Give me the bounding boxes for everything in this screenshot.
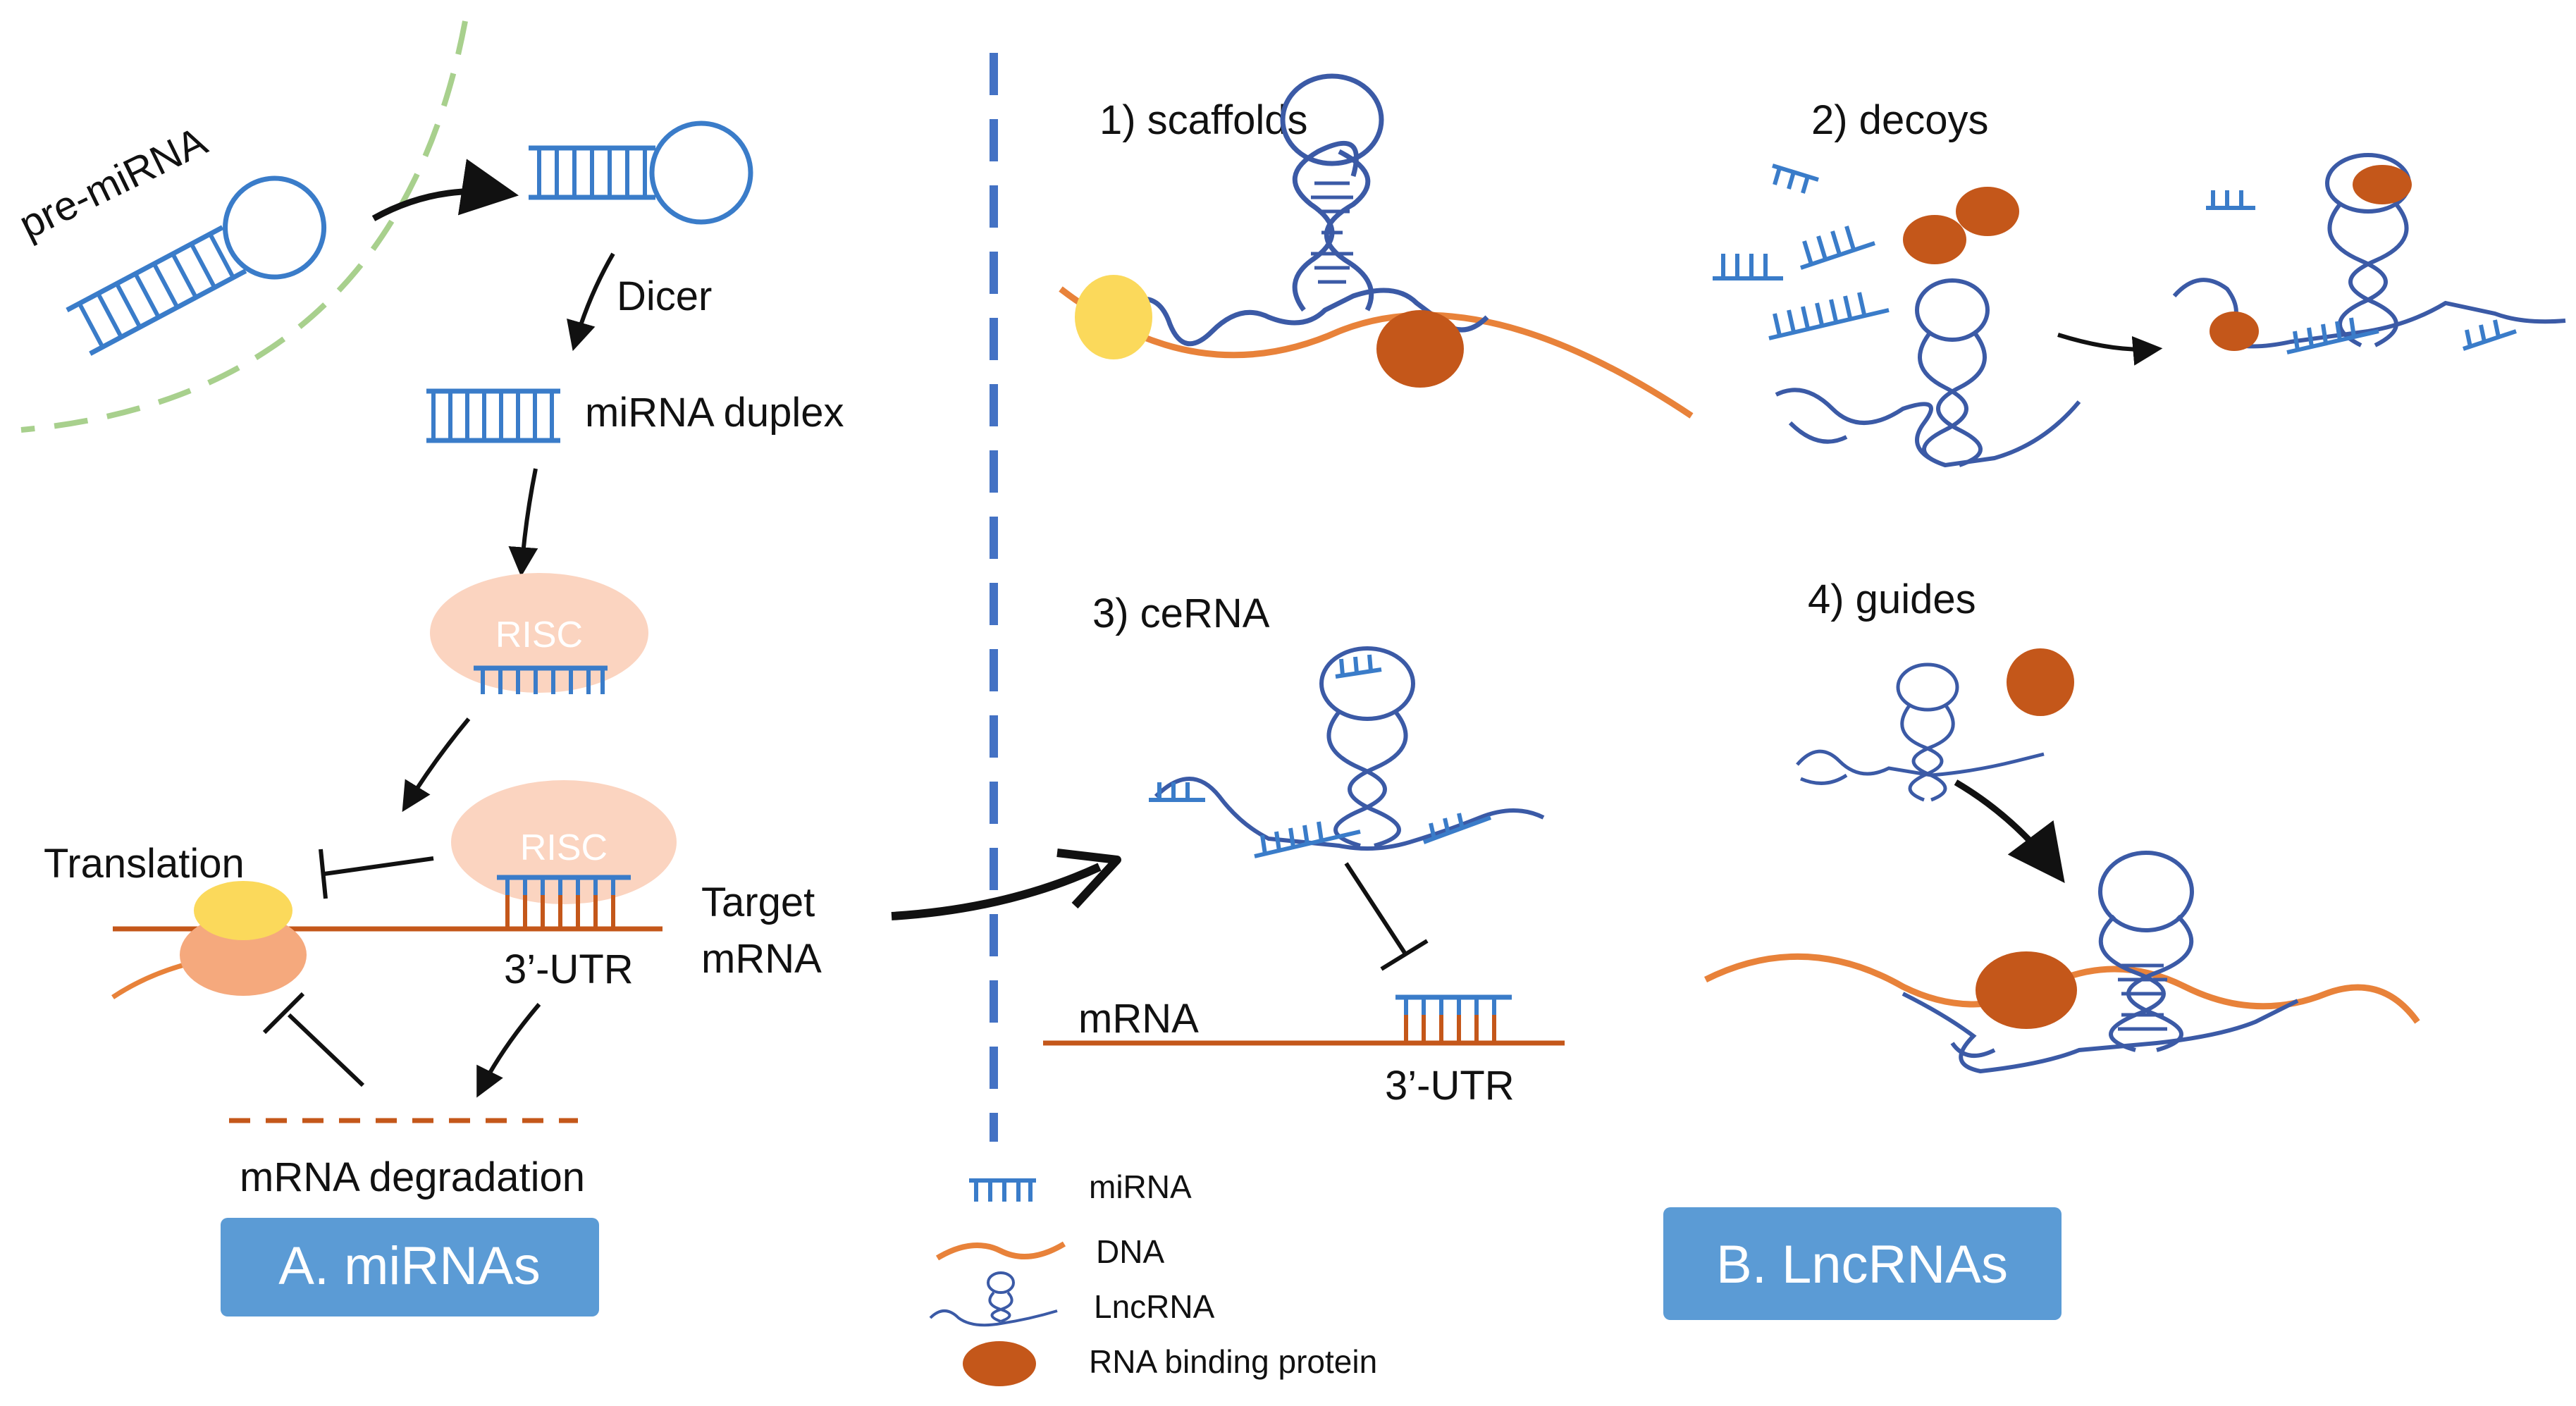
guide-lncrna-free [1796,662,2045,802]
mirna-to-cerna-arrow [891,863,1102,920]
duplex-label: miRNA duplex [585,390,844,436]
decoy-rbp-2 [1956,187,2019,236]
decoy-free-mirnas [1713,164,1890,340]
risc-complex-bound [451,780,677,904]
degradation-label: mRNA degradation [240,1154,585,1200]
legend: miRNA DNA LncRNA RNA binding protein [929,1168,1377,1386]
risc-bound-mirna [474,665,608,694]
translation-label: Translation [44,841,245,887]
legend-rbp-icon [963,1341,1036,1386]
scaffold-yellow-protein [1075,275,1152,359]
guides-label: 4) guides [1808,576,1976,622]
panel-a-title: A. miRNAs [278,1236,541,1296]
decoy-bound-lncrna [2172,153,2566,349]
guide-arrow [1954,779,2065,883]
risc-complex [430,573,648,693]
decoy-bound-rbp-2 [2210,312,2259,351]
duplex-to-risc-arrow [508,468,538,577]
legend-rbp-label: RNA binding protein [1089,1343,1377,1380]
target-label-line1: Target [701,880,815,925]
legend-mirna-icon [969,1178,1036,1202]
risc-to-target-arrow [402,717,471,813]
cerna-target-mrna [1043,994,1565,1046]
guide-bound-complex [1703,851,2420,1074]
cerna-utr-label: 3’-UTR [1385,1063,1515,1109]
legend-lncrna-label: LncRNA [1094,1288,1215,1325]
scaffolds-label: 1) scaffolds [1099,97,1308,143]
decoy-bound-mirnas [2206,190,2517,354]
cell-boundary [20,20,468,433]
risc-mirna-pairing [497,875,631,929]
degradation-arrow [476,1003,541,1098]
cerna-inhibition [1344,862,1429,971]
decoy-bound-rbp-1 [2353,165,2412,204]
decoy-rbp-1 [1903,215,1966,264]
legend-dna-icon [935,1241,1066,1261]
translation-inhibition [319,849,434,899]
cerna-label: 3) ceRNA [1092,591,1270,636]
risc-bound-label: RISC [520,827,608,868]
dicer-arrow [567,252,615,352]
cerna-lncrna [1154,646,1545,851]
decoy-lncrna [1775,278,2081,468]
mirna-to-cerna-arrowhead [1056,849,1121,909]
utr-label: 3’-UTR [504,946,634,992]
panel-b-badge [1663,1207,2062,1320]
legend-lncrna-icon [929,1271,1058,1327]
legend-mirna-label: miRNA [1089,1168,1192,1205]
scaffold-lncrna [1059,73,1694,419]
target-label-line2: mRNA [701,936,822,982]
pre-mirna-label: pre-miRNA [12,118,214,247]
decoys-label: 2) decoys [1811,97,1988,143]
ribosome-small-subunit [194,881,292,940]
dicer-label: Dicer [617,273,712,319]
scaffold-rbp [1376,310,1464,388]
legend-dna-label: DNA [1096,1233,1164,1270]
guide-free-rbp [2007,648,2074,716]
risc-label: RISC [495,615,583,655]
panel-a-badge [221,1218,599,1316]
cerna-sponged-mirnas [1149,654,1492,858]
mirna-duplex [426,388,560,443]
decoy-arrow [2057,333,2163,366]
ribosome-large-subunit [180,914,307,996]
degradation-inhibition [262,992,365,1087]
cerna-mrna-label: mRNA [1078,996,1199,1042]
pre-mirna-hairpin [66,175,327,356]
panel-b-title: B. LncRNAs [1716,1235,2008,1295]
cytoplasmic-hairpin [529,121,753,225]
export-arrow [371,159,519,221]
